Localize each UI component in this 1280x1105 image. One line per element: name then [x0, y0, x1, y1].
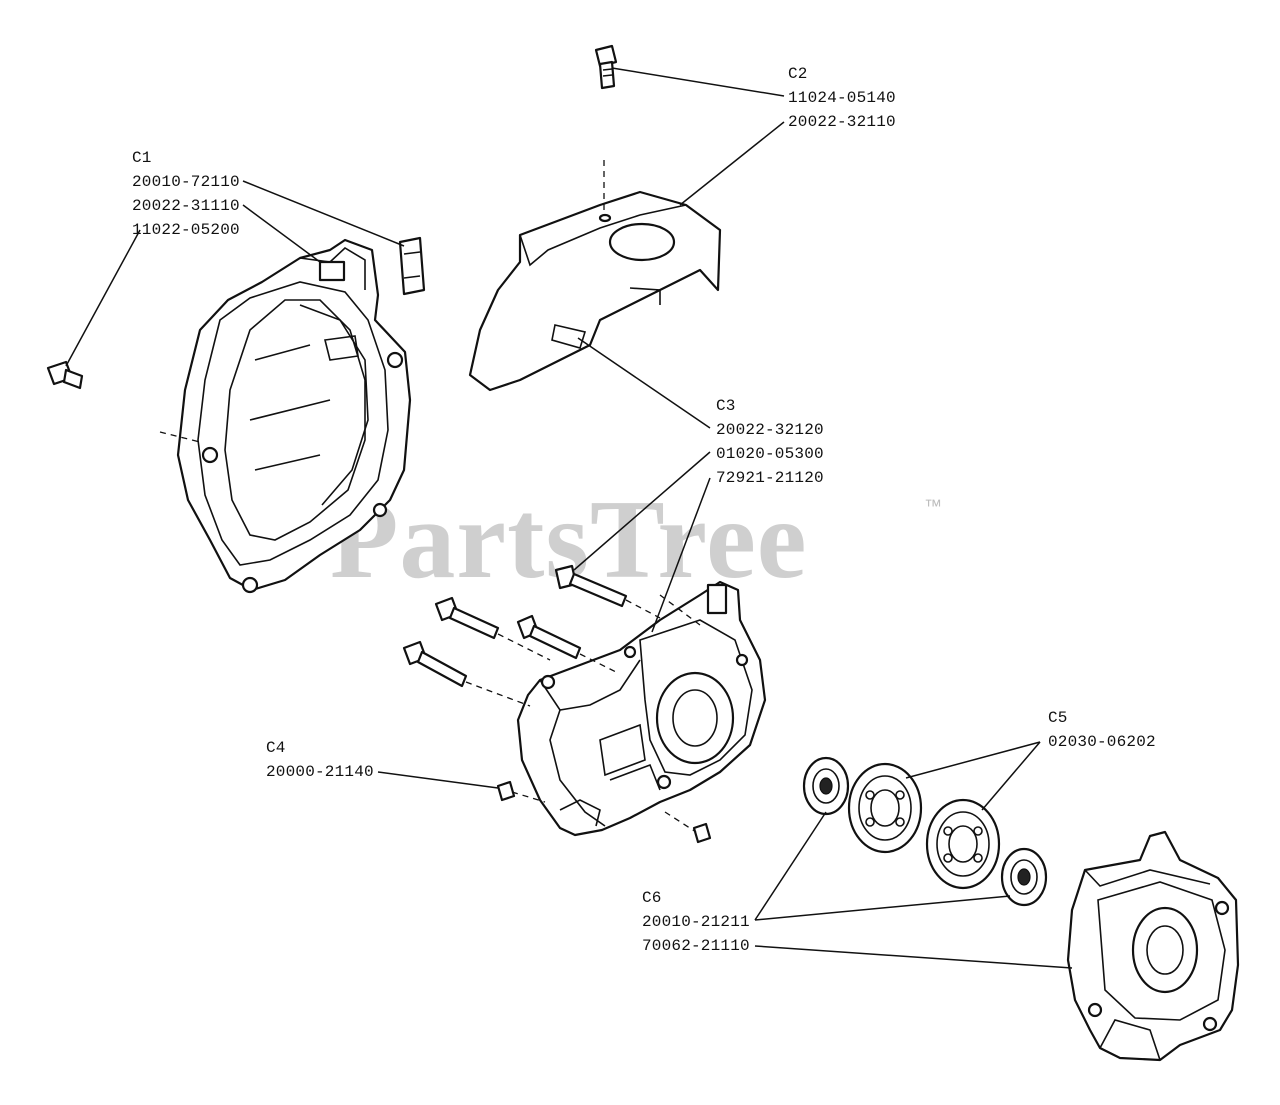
c1-clip-part: [398, 236, 426, 296]
c2-shroud-part: [468, 160, 722, 392]
c3-part-number-1: 20022-32120: [716, 421, 824, 439]
c3-ref-label: C3: [716, 397, 736, 415]
c5-bearing-2-part: [925, 798, 1001, 890]
trademark-symbol: ™: [924, 496, 942, 516]
c4-part-number-1: 20000-21140: [266, 763, 374, 781]
c6-part-number-1: 20010-21211: [642, 913, 750, 931]
c2-part-number-1: 11024-05140: [788, 89, 896, 107]
c6-oil-seal-left-part: [802, 756, 850, 816]
c3-part-number-3: 72921-21120: [716, 469, 824, 487]
leader-lines: [65, 67, 1073, 969]
c1-part-number-3: 11022-05200: [132, 221, 240, 239]
c6-oil-seal-right-part: [1000, 847, 1048, 907]
c1-ref-label: C1: [132, 149, 152, 167]
c1-part-number-2: 20022-31110: [132, 197, 240, 215]
c6-part-number-2: 70062-21110: [642, 937, 750, 955]
c1-screw-part: [46, 360, 84, 390]
c3-crankcase-part: [516, 580, 767, 837]
c5-bearing-1-part: [847, 762, 923, 854]
c5-part-number-1: 02030-06202: [1048, 733, 1156, 751]
c1-part-number-1: 20010-72110: [132, 173, 240, 191]
c2-ref-label: C2: [788, 65, 808, 83]
c6-ref-label: C6: [642, 889, 662, 907]
c3-bolts-part: [402, 564, 661, 707]
c6-crankcase-part: [1066, 830, 1240, 1062]
c2-screw-part: [594, 44, 618, 90]
c3-part-number-2: 01020-05300: [716, 445, 824, 463]
c4-pins-part: [496, 780, 712, 844]
c5-ref-label: C5: [1048, 709, 1068, 727]
c2-part-number-2: 20022-32110: [788, 113, 896, 131]
c1-housing-part: [159, 238, 412, 594]
c4-ref-label: C4: [266, 739, 286, 757]
